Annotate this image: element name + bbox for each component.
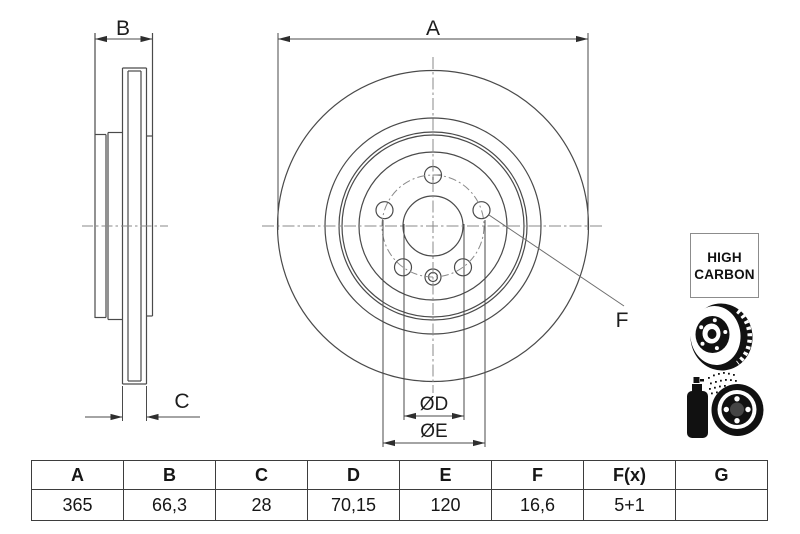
side-view (94, 33, 154, 385)
dimension-f: F (488, 214, 629, 332)
col-header-d: D (307, 460, 400, 490)
col-header-f: F (491, 460, 584, 490)
value-b: 66,3 (123, 489, 216, 521)
value-d: 70,15 (307, 489, 400, 521)
label-dia-d: ØD (420, 394, 449, 415)
col-header-e: E (399, 460, 492, 490)
value-g (675, 489, 768, 521)
dimension-a: A (277, 17, 589, 230)
col-header-b: B (123, 460, 216, 490)
front-centerlines (262, 57, 604, 393)
dimension-e: ØE (382, 220, 486, 447)
badge-line-2: CARBON (694, 266, 755, 282)
value-c: 28 (215, 489, 308, 521)
coated-disc-spray-icon (687, 372, 764, 438)
label-dia-e: ØE (420, 421, 447, 442)
dimension-d: ØD (403, 224, 465, 420)
spec-table-header-row: A B C D E F F(x) G (31, 460, 768, 490)
value-f: 16,6 (491, 489, 584, 521)
col-header-fx: F(x) (583, 460, 676, 490)
spec-table-value-row: 365 66,3 28 70,15 120 16,6 5+1 (31, 489, 768, 521)
value-a: 365 (31, 489, 124, 521)
bolt-circle (381, 174, 485, 278)
col-header-g: G (675, 460, 768, 490)
col-header-c: C (215, 460, 308, 490)
label-c: C (174, 390, 189, 413)
value-e: 120 (399, 489, 492, 521)
badge-line-1: HIGH (707, 249, 742, 265)
label-f: F (616, 309, 629, 332)
value-fx: 5+1 (583, 489, 676, 521)
dimension-b: B (95, 17, 153, 43)
label-a: A (426, 17, 440, 40)
spec-table: A B C D E F F(x) G 365 66,3 28 70,15 120… (31, 460, 768, 521)
label-b: B (116, 17, 130, 40)
vented-disc-icon (690, 303, 753, 371)
high-carbon-badge: HIGH CARBON (690, 233, 759, 298)
dimension-c: C (85, 386, 200, 421)
col-header-a: A (31, 460, 124, 490)
